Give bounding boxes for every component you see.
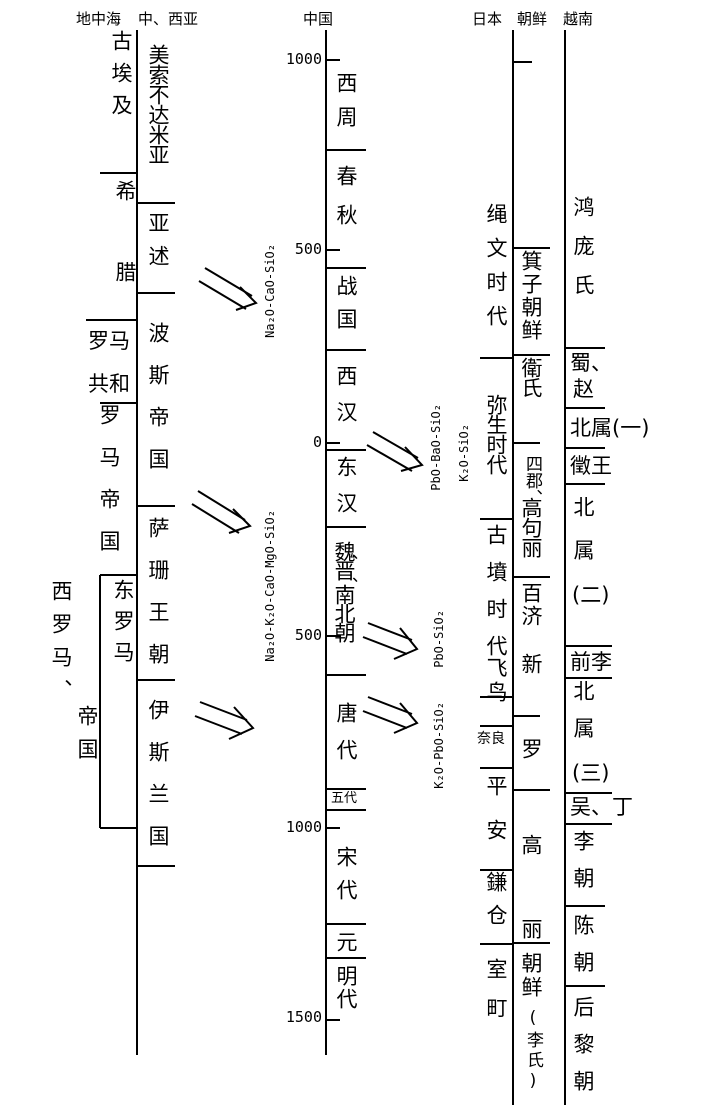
period-silla: 新 bbox=[519, 653, 543, 677]
formula-potash: K₂O-SiO₂ bbox=[457, 424, 471, 482]
formula-lead: PbO-SiO₂ bbox=[432, 610, 446, 668]
period-four-commanderies: 四郡、 bbox=[522, 455, 542, 506]
dynasty-western-zhou: 西周 bbox=[334, 72, 358, 140]
period-shu-zhao-b: 赵 bbox=[573, 377, 594, 401]
period-north-2: 北属 bbox=[571, 496, 595, 582]
header-japan: 日本 bbox=[472, 10, 503, 28]
period-roman-republic-b: 共和 bbox=[88, 372, 130, 396]
arrow-2 bbox=[191, 490, 252, 534]
period-hong-bang: 鸿庞氏 bbox=[571, 196, 595, 313]
period-early-ly: 前李 bbox=[570, 650, 612, 674]
period-silla-b: 罗 bbox=[519, 738, 543, 762]
dynasty-eastern-han: 东汉 bbox=[334, 456, 358, 528]
period-heian: 平安 bbox=[484, 775, 508, 863]
period-sassanid: 萨珊王朝 bbox=[146, 517, 170, 685]
formula-soda-lime: Na₂O-CaO-SiO₂ bbox=[263, 244, 277, 338]
tick-label: 1000 bbox=[285, 818, 322, 836]
period-shu-zhao: 蜀、 bbox=[570, 351, 612, 375]
formula-mixed-alkali: Na₂O-K₂O-CaO-MgO-SiO₂ bbox=[263, 510, 277, 662]
arrow-6 bbox=[362, 696, 419, 734]
period-north-1: 北属(一) bbox=[570, 416, 650, 440]
period-north-3: 北属 bbox=[571, 680, 595, 754]
period-assyria: 亚述 bbox=[146, 212, 170, 278]
dynasty-tran: 陈朝 bbox=[571, 914, 595, 988]
header-vietnam: 越南 bbox=[563, 10, 594, 28]
period-roman-empire: 罗马帝国 bbox=[97, 404, 121, 572]
period-north-3-b: (三) bbox=[572, 761, 610, 785]
tick-label: 500 bbox=[294, 626, 322, 644]
dynasty-tang: 唐代 bbox=[334, 702, 358, 776]
separator-mark: 、 bbox=[352, 543, 369, 562]
period-wiman: 衛氏 bbox=[519, 357, 543, 397]
dynasty-later-le: 后黎朝 bbox=[571, 996, 595, 1107]
period-joseon-note: (李氏) bbox=[523, 1008, 543, 1094]
period-yayoi: 弥生时代 bbox=[484, 394, 508, 474]
header-china: 中国 bbox=[303, 10, 334, 28]
period-jomon: 绳文时代 bbox=[484, 203, 508, 339]
period-goryeo: 高 bbox=[519, 834, 543, 858]
tick-label: 500 bbox=[294, 240, 322, 258]
period-islam: 伊斯兰国 bbox=[146, 699, 170, 867]
separator-mark: 、 bbox=[352, 566, 369, 585]
tick-label: 0 bbox=[312, 433, 322, 451]
arrow-4 bbox=[366, 431, 424, 472]
period-mesopotamia: 美索不达米亚 bbox=[146, 44, 170, 164]
period-greece: 希腊 bbox=[113, 180, 137, 342]
arrow-5 bbox=[362, 622, 419, 660]
dynasty-yuan: 元 bbox=[334, 931, 358, 955]
dynasty-spring-autumn: 春秋 bbox=[334, 165, 358, 243]
tick-label: 1000 bbox=[285, 50, 322, 68]
formula-lead-barium: PbO-BaO-SiO₂ bbox=[429, 404, 443, 491]
dynasty-western-han: 西汉 bbox=[334, 365, 358, 437]
period-west-rome: 西罗马、 bbox=[49, 580, 73, 712]
period-joseon: 朝鲜 bbox=[519, 952, 543, 1000]
period-trung-sisters: 徵王 bbox=[570, 454, 612, 478]
dynasty-warring-states: 战国 bbox=[334, 275, 358, 341]
period-egypt: 古埃及 bbox=[109, 30, 133, 126]
period-persia: 波斯帝国 bbox=[146, 322, 170, 490]
period-north-2-b: (二) bbox=[572, 583, 610, 607]
period-muromachi: 室町 bbox=[484, 958, 508, 1036]
period-nara: 奈良 bbox=[477, 731, 505, 747]
period-gija-joseon: 箕子朝鲜 bbox=[519, 250, 543, 342]
dynasty-five-dynasties: 五代 bbox=[331, 791, 358, 806]
arrow-1 bbox=[198, 267, 258, 311]
dynasty-wei-jin: 魏晋 bbox=[332, 541, 356, 579]
period-goryeo-b: 丽 bbox=[519, 918, 543, 942]
period-east-rome: 东罗马 bbox=[111, 579, 135, 672]
period-ngo-dinh: 吴、丁 bbox=[570, 795, 633, 819]
tick-label: 1500 bbox=[285, 1008, 322, 1026]
header-korea: 朝鲜 bbox=[517, 10, 548, 28]
period-kofun: 古墳时代 bbox=[484, 524, 508, 672]
dynasty-south-north: 南北朝 bbox=[332, 584, 356, 641]
dynasty-song: 宋代 bbox=[334, 846, 358, 912]
period-roman-republic: 罗马 bbox=[88, 329, 130, 353]
period-west-rome-b: 帝国 bbox=[75, 705, 99, 771]
period-asuka: 飞鸟 bbox=[484, 657, 508, 705]
dynasty-ming: 明代 bbox=[334, 965, 358, 1011]
header-central-west-asia: 中、西亚 bbox=[138, 10, 199, 28]
formula-potash-lead: K₂O-PbO-SiO₂ bbox=[432, 702, 446, 789]
dynasty-ly: 李朝 bbox=[571, 830, 595, 904]
period-goguryeo: 高句丽 bbox=[519, 497, 543, 557]
arrow-3 bbox=[194, 701, 255, 740]
period-kamakura: 鎌仓 bbox=[484, 871, 508, 937]
period-baekje: 百济 bbox=[519, 582, 543, 628]
header-mediterranean: 地中海 bbox=[76, 10, 122, 28]
